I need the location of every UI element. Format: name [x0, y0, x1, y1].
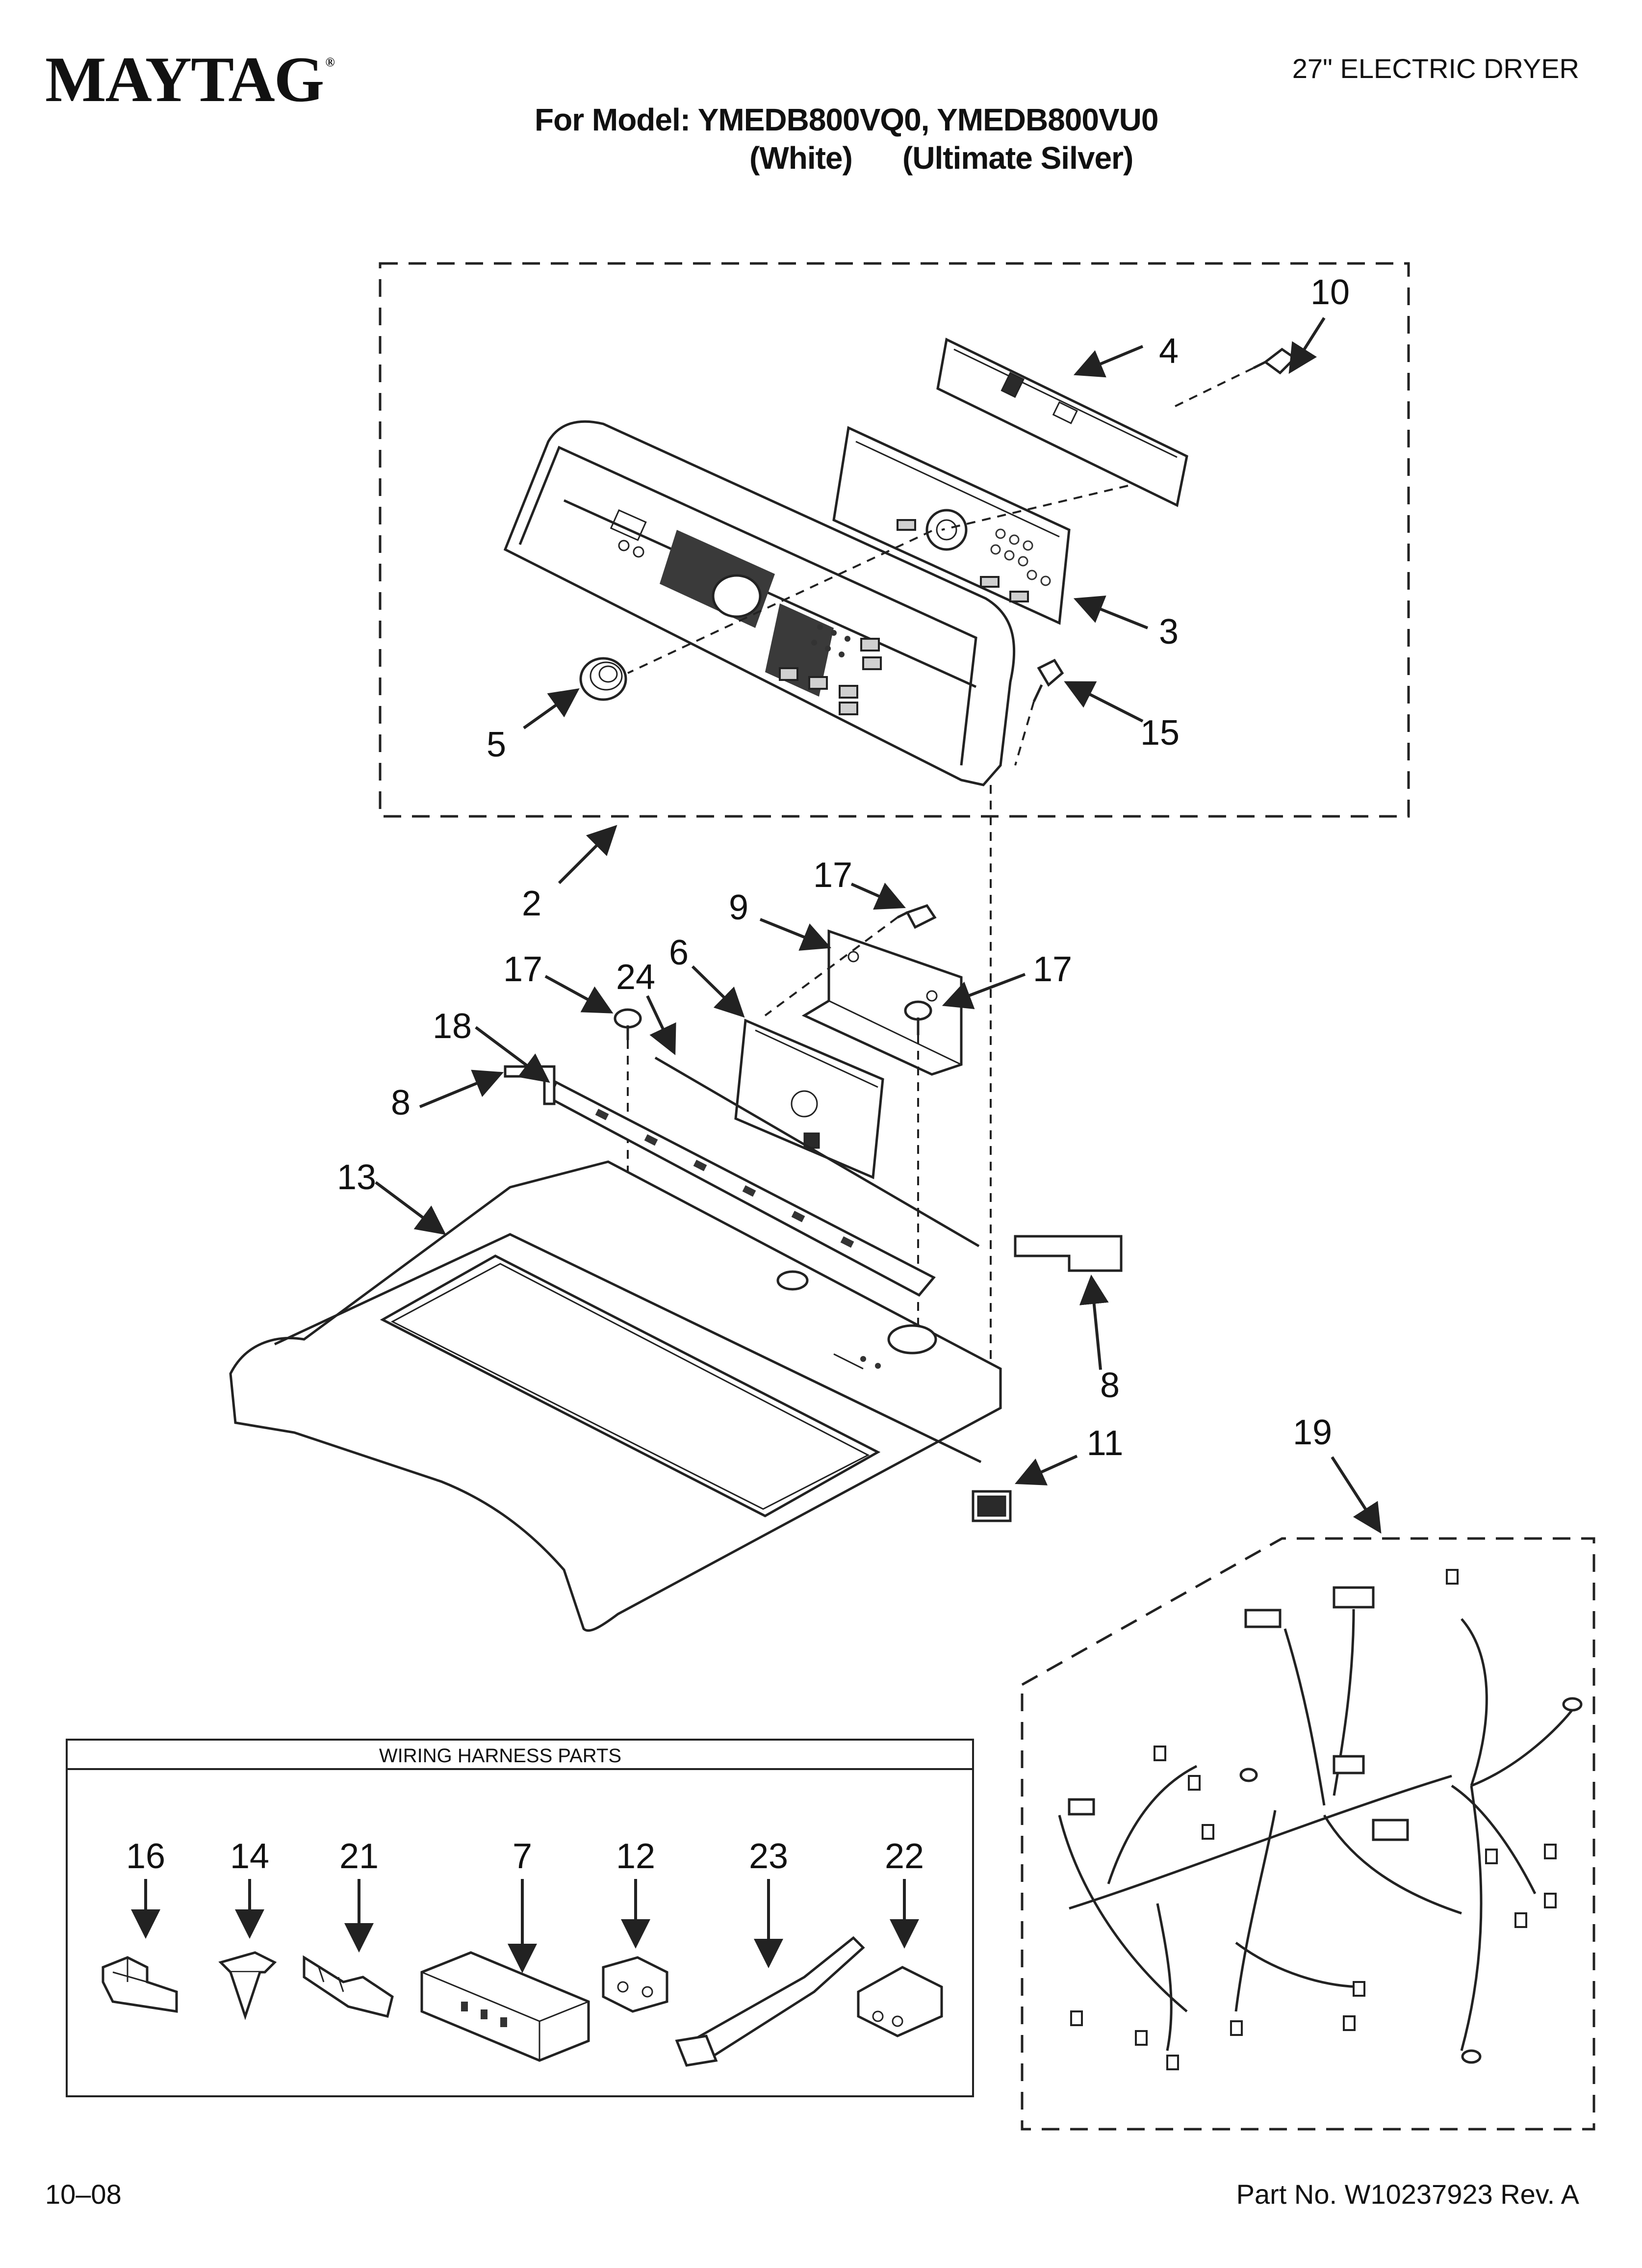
item-17-screw-c-drawing: [904, 1000, 932, 1035]
wiring-item-21-drawing: [303, 1955, 394, 2018]
wiring-item-7-drawing: [420, 1951, 590, 2062]
wiring-item-16-label: 16: [126, 1837, 165, 1876]
callout-13: 13: [337, 1158, 376, 1197]
date-code: 10–08: [45, 2179, 122, 2210]
dial-opening: [712, 574, 762, 618]
item-3-ui-housing-drawing: [832, 426, 1071, 625]
part-number: Part No. W10237923 Rev. A: [1236, 2179, 1579, 2210]
callout-17-b: 17: [503, 950, 542, 989]
wiring-item-21-label: 21: [339, 1837, 379, 1876]
callout-2: 2: [522, 884, 541, 923]
item-4-board-drawing: [936, 338, 1188, 507]
item-8-pad-left-drawing: [504, 1065, 556, 1105]
callout-8-a: 8: [391, 1083, 410, 1122]
callout-24: 24: [616, 958, 655, 997]
wiring-item-12-label: 12: [616, 1837, 655, 1876]
wiring-item-23-label: 23: [749, 1837, 788, 1876]
item-17-screw-a-drawing: [897, 904, 937, 929]
leader-arrows: [375, 317, 1382, 1534]
item-13-dryer-top-drawing: [229, 1160, 1002, 1632]
wiring-item-22-drawing: [857, 1966, 943, 2037]
item-15-screw-drawing: [1032, 658, 1064, 703]
callout-18: 18: [433, 1007, 472, 1046]
item-24-strip-drawing: [654, 1056, 980, 1248]
brand-logo: MAYTAG®: [45, 43, 335, 115]
callout-19: 19: [1293, 1413, 1332, 1452]
model-line: For Model: YMEDB800VQ0, YMEDB800VU0: [535, 102, 1158, 137]
callout-10: 10: [1310, 273, 1350, 312]
console-assembly-group-box: [379, 262, 1410, 818]
wiring-harness-parts-box: WIRING HARNESS PARTS 16 14 21 7 12 23 22: [66, 1739, 974, 2097]
callout-9: 9: [729, 888, 748, 927]
callout-17-a: 17: [813, 856, 852, 895]
item-5-knob-drawing: [579, 657, 627, 701]
callout-8-b: 8: [1100, 1366, 1120, 1405]
wiring-box-title: WIRING HARNESS PARTS: [379, 1745, 621, 1767]
item-19-wiring-harness-drawing: [1021, 1537, 1595, 2131]
callout-5: 5: [487, 725, 506, 764]
callout-17-c: 17: [1033, 950, 1072, 989]
item-17-screw-b-drawing: [614, 1008, 642, 1040]
wiring-item-16-drawing: [102, 1956, 178, 2013]
callout-6: 6: [669, 933, 689, 972]
item-8-pad-right-drawing: [1014, 1235, 1123, 1272]
item-6-control-board-drawing: [734, 1018, 884, 1179]
callout-11: 11: [1087, 1424, 1124, 1463]
item-9-bracket-drawing: [801, 929, 963, 1076]
wiring-item-14-drawing: [218, 1951, 277, 2020]
item-11-foot-drawing: [972, 1490, 1012, 1522]
wiring-item-7-label: 7: [513, 1837, 532, 1876]
document-type: 27" ELECTRIC DRYER: [1292, 53, 1579, 84]
wiring-item-12-drawing: [602, 1956, 668, 2013]
wiring-item-14-label: 14: [230, 1837, 269, 1876]
item-10-screw-drawing: [1253, 347, 1297, 375]
callout-3: 3: [1159, 612, 1179, 652]
variant-silver: (Ultimate Silver): [902, 140, 1133, 176]
variant-white: (White): [749, 140, 853, 176]
callout-15: 15: [1140, 713, 1180, 753]
wiring-item-23-drawing: [675, 1936, 865, 2067]
callout-4: 4: [1159, 332, 1179, 371]
wiring-item-22-label: 22: [885, 1837, 924, 1876]
console-panel-drawing: [503, 420, 1016, 786]
